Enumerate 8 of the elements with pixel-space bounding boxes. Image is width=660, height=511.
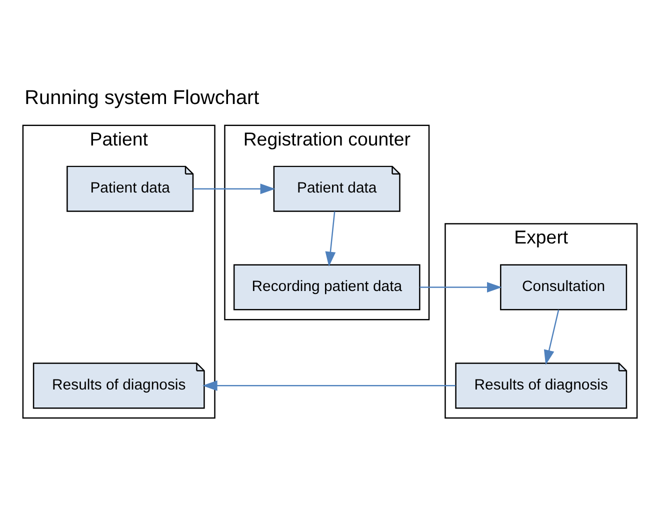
arrow xyxy=(325,211,336,267)
node-box: Consultation xyxy=(500,264,628,310)
diagram-title: Running system Flowchart xyxy=(24,86,260,109)
node-box: Recording patient data xyxy=(233,264,420,310)
arrow xyxy=(193,184,276,194)
arrow xyxy=(202,380,456,391)
arrow xyxy=(544,310,560,366)
arrow xyxy=(420,282,502,292)
